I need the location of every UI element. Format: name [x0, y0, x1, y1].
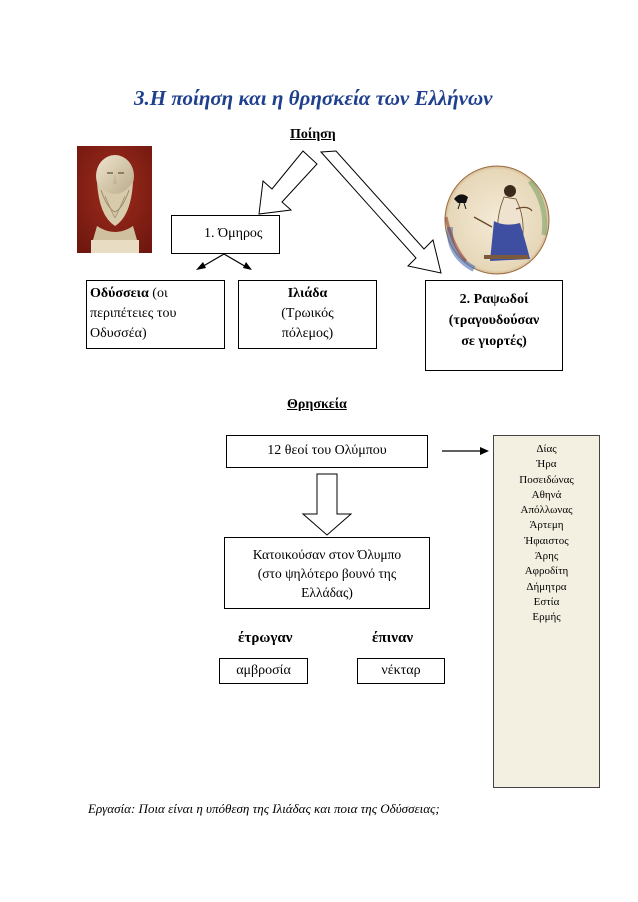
rhapsodes-title: 2. Ραψωδοί: [459, 292, 529, 307]
odyssey-box: Οδύσσεια (οι περιπέτειες του Οδυσσέα): [86, 280, 225, 349]
nectar-box: νέκταρ: [357, 658, 445, 684]
odyssey-desc-3: Οδυσσέα): [90, 326, 147, 341]
olympians-to-gods-head: [480, 447, 489, 455]
god-item: Αθηνά: [531, 488, 562, 501]
god-item: Εστία: [533, 595, 560, 608]
god-item: Ερμής: [532, 611, 561, 624]
homer-to-iliad-head: [243, 262, 252, 270]
residence-line-1: Κατοικούσαν στον Όλυμπο: [252, 547, 402, 562]
god-item: Ήφαιστος: [524, 534, 569, 547]
residence-line-3: Ελλάδας): [301, 585, 353, 600]
iliad-desc-2: (Τρωικός: [281, 306, 334, 321]
god-item: Απόλλωνας: [520, 504, 573, 517]
odyssey-desc-2: περιπέτειες του: [90, 306, 177, 321]
rhapsodes-desc-2: σε γιορτές): [461, 334, 527, 349]
olympians-to-residence-arrow: [301, 473, 353, 536]
task-prompt: Εργασία: Ποια είναι η υπόθεση της Ιλιάδα…: [88, 801, 440, 816]
god-item: Ποσειδώνας: [519, 473, 574, 486]
iliad-desc-3: πόλεμος): [281, 326, 334, 341]
residence-line-2: (στο ψηλότερο βουνό της: [257, 566, 397, 581]
nectar-label: νέκταρ: [381, 663, 421, 678]
god-item: Άρτεμη: [529, 519, 564, 532]
iliad-box: Ιλιάδα (Τρωικός πόλεμος): [238, 280, 377, 349]
olympus-residence-box: Κατοικούσαν στον Όλυμπο (στο ψηλότερο βο…: [224, 537, 430, 609]
drank-label: έπιναν: [372, 630, 414, 646]
homer-bust-image: [77, 146, 152, 253]
homer-box: 1. Όμηρος: [171, 215, 280, 254]
gods-list-box: Δίας Ήρα Ποσειδώνας Αθηνά Απόλλωνας Άρτε…: [493, 435, 600, 788]
homer-to-odyssey-line: [199, 253, 225, 269]
god-item: Δίας: [536, 443, 557, 455]
rhapsode-plate-image: [444, 165, 550, 275]
god-item: Άρης: [534, 550, 559, 563]
page-title: 3.Η ποίηση και η θρησκεία των Ελλήνων: [134, 86, 493, 110]
god-item: Ήρα: [536, 458, 557, 471]
god-item: Δήμητρα: [526, 580, 567, 593]
poetry-to-rhapsodes-arrow: [319, 150, 442, 274]
olympians-box: 12 θεοί του Ολύμπου: [226, 435, 428, 468]
ate-label: έτρωγαν: [238, 630, 293, 646]
poetry-heading: Ποίηση: [290, 127, 336, 142]
rhapsodes-desc-1: (τραγουδούσαν: [448, 313, 540, 328]
god-item: Αφροδίτη: [524, 565, 569, 578]
religion-heading: Θρησκεία: [287, 397, 347, 412]
odyssey-title: Οδύσσεια: [90, 286, 149, 301]
homer-label: 1. Όμηρος: [204, 226, 263, 241]
ambrosia-label: αμβροσία: [236, 663, 291, 678]
ambrosia-box: αμβροσία: [219, 658, 308, 684]
homer-to-iliad-line: [223, 253, 249, 269]
odyssey-desc-1: (οι: [148, 286, 168, 301]
rhapsodes-box: 2. Ραψωδοί (τραγουδούσαν σε γιορτές): [425, 280, 563, 371]
olympians-label: 12 θεοί του Ολύμπου: [267, 443, 387, 458]
poetry-to-homer-arrow: [258, 150, 318, 215]
iliad-title: Ιλιάδα: [287, 286, 328, 301]
homer-to-odyssey-head: [196, 262, 206, 270]
